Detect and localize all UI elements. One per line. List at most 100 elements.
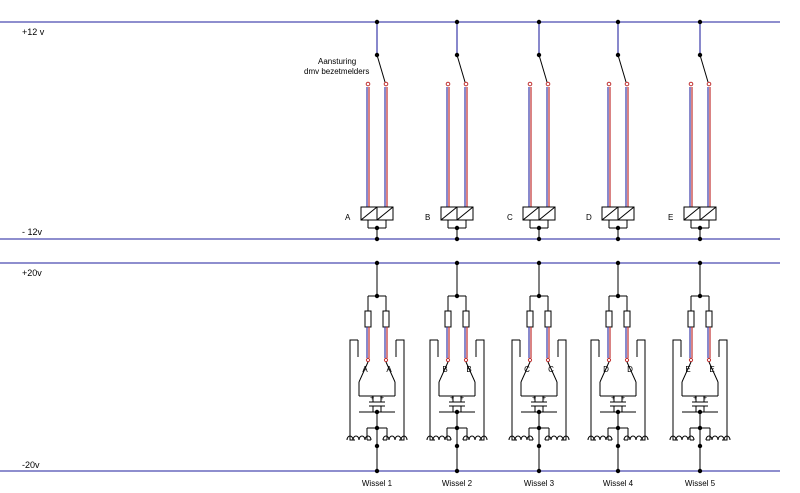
switch-contact-open [527, 81, 533, 87]
relay-diagonal [360, 206, 378, 221]
switch-name-label: Wissel 1 [362, 479, 393, 488]
contact-terminal [365, 357, 371, 363]
control-switch-lever [538, 54, 548, 83]
resistor [605, 310, 613, 328]
cap-polarity: + [621, 395, 625, 402]
contact-terminal [688, 357, 694, 363]
relay-coil-right [538, 206, 556, 221]
resistor [462, 310, 470, 328]
frame-left [590, 339, 599, 441]
coil-winding [623, 435, 649, 441]
junction-dot [454, 443, 460, 449]
relay-label: D [586, 213, 592, 222]
contact-label: B [442, 365, 447, 374]
contact-label: E [709, 365, 714, 374]
switch-contact-closed [463, 81, 469, 87]
junction-dot [536, 443, 542, 449]
switch-name-label: Wissel 2 [442, 479, 473, 488]
coil-winding [508, 435, 534, 441]
resistor [544, 310, 552, 328]
coil-winding [346, 435, 372, 441]
relay-label: A [345, 213, 351, 222]
relay-diagonal [538, 206, 556, 221]
cap-polarity: + [460, 395, 464, 402]
junction-dot [454, 260, 460, 266]
control-switch-lever [699, 54, 709, 83]
coil-winding [544, 435, 570, 441]
frame-right [396, 339, 405, 441]
control-annotation-line1: Aansturing [318, 57, 356, 66]
junction-dot [536, 19, 542, 25]
junction-dot [374, 443, 380, 449]
frame-left [429, 339, 438, 441]
contact-terminal [606, 357, 612, 363]
switch-contact-open [688, 81, 694, 87]
junction-dot [615, 236, 621, 242]
switch-contact-closed [545, 81, 551, 87]
contact-terminal [527, 357, 533, 363]
contact-label: E [685, 365, 690, 374]
contact-label: D [603, 365, 609, 374]
contact-lever [385, 361, 396, 383]
junction-dot [454, 236, 460, 242]
cap-polarity: + [611, 395, 615, 402]
relay-diagonal [699, 206, 717, 221]
junction-dot [374, 260, 380, 266]
contact-terminal [383, 357, 389, 363]
coil-winding [382, 435, 408, 441]
junction-dot [697, 260, 703, 266]
frame-right [558, 339, 567, 441]
rail-label-minus12: - 12v [22, 227, 43, 237]
control-switch-lever [456, 54, 466, 83]
resistor [687, 310, 695, 328]
resistor [526, 310, 534, 328]
contact-label: C [548, 365, 554, 374]
cap-polarity: + [703, 395, 707, 402]
contact-lever [438, 361, 449, 383]
frame-left [349, 339, 358, 441]
rail-label-minus20: -20v [22, 460, 40, 470]
contact-lever [465, 361, 476, 383]
cap-polarity: + [532, 395, 536, 402]
junction-dot [454, 468, 460, 474]
relay-coil-right [456, 206, 474, 221]
relay-coil-right [376, 206, 394, 221]
cap-polarity: + [542, 395, 546, 402]
switch-contact-closed [624, 81, 630, 87]
relay-label: E [668, 213, 673, 222]
relay-diagonal [522, 206, 540, 221]
control-switch-lever [376, 54, 386, 83]
junction-dot [536, 236, 542, 242]
junction-dot [454, 19, 460, 25]
contact-label: D [627, 365, 633, 374]
cap-polarity: + [693, 395, 697, 402]
contact-lever [626, 361, 637, 383]
switch-contact-closed [383, 81, 389, 87]
resistor [705, 310, 713, 328]
relay-diagonal [456, 206, 474, 221]
frame-left [672, 339, 681, 441]
relay-diagonal [683, 206, 701, 221]
contact-lever [681, 361, 692, 383]
cap-polarity: + [370, 395, 374, 402]
contact-lever [547, 361, 558, 383]
module-5: E E E + + Wissel 5 [668, 19, 731, 488]
junction-dot [374, 468, 380, 474]
coil-winding [587, 435, 613, 441]
relay-label: B [425, 213, 430, 222]
switch-contact-open [445, 81, 451, 87]
junction-dot [615, 468, 621, 474]
switch-name-label: Wissel 5 [685, 479, 716, 488]
junction-dot [697, 468, 703, 474]
contact-lever [599, 361, 610, 383]
contact-label: A [386, 365, 392, 374]
junction-dot [615, 19, 621, 25]
contact-label: C [524, 365, 530, 374]
frame-right [719, 339, 728, 441]
coil-winding [462, 435, 488, 441]
contact-terminal [545, 357, 551, 363]
rail-label-plus12: +12 v [22, 27, 45, 37]
rail-label-plus20: +20v [22, 268, 42, 278]
